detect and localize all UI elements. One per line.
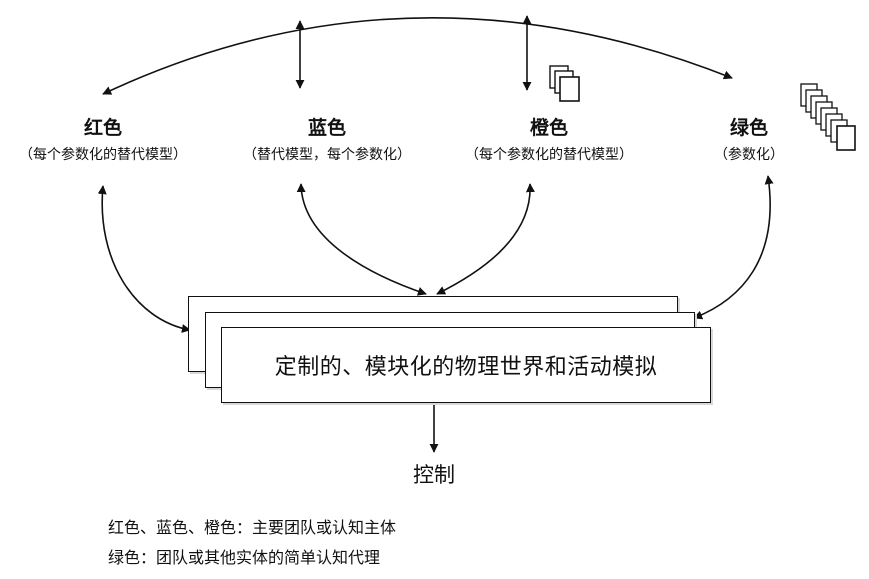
stacked-documents-icon — [549, 65, 580, 102]
team-blue: 蓝色 （替代模型，每个参数化） — [243, 116, 411, 166]
legend-line-green-agents: 绿色：团队或其他实体的简单认知代理 — [108, 548, 381, 567]
legend-line-main-teams: 红色、蓝色、橙色：主要团队或认知主体 — [108, 518, 397, 537]
arrow-red-simulation — [97, 185, 191, 333]
team-orange: 橙色 （每个参数化的替代模型） — [465, 116, 633, 166]
team-blue-name: 蓝色 — [307, 117, 346, 139]
team-red-name: 红色 — [83, 117, 122, 139]
team-blue-desc: （替代模型，每个参数化） — [243, 147, 411, 163]
team-orange-name: 橙色 — [529, 117, 568, 139]
team-orange-desc: （每个参数化的替代模型） — [465, 147, 633, 163]
many-stacked-documents-icon — [800, 83, 856, 151]
simulation-box: 定制的、模块化的物理世界和活动模拟 — [221, 327, 711, 403]
control-label: 控制 — [413, 463, 455, 487]
arrow-green-simulation — [693, 175, 774, 320]
team-red-desc: （每个参数化的替代模型） — [19, 147, 187, 163]
arc-arrow-red-green — [102, 16, 733, 95]
simulation-label: 定制的、模块化的物理世界和活动模拟 — [274, 355, 658, 380]
team-green-desc: （参数化） — [714, 147, 784, 163]
team-green-name: 绿色 — [729, 117, 768, 139]
arrow-blue-simulation — [296, 183, 427, 296]
arrow-orange-simulation — [436, 183, 535, 295]
team-red: 红色 （每个参数化的替代模型） — [19, 116, 187, 166]
team-green: 绿色 （参数化） — [714, 116, 784, 166]
